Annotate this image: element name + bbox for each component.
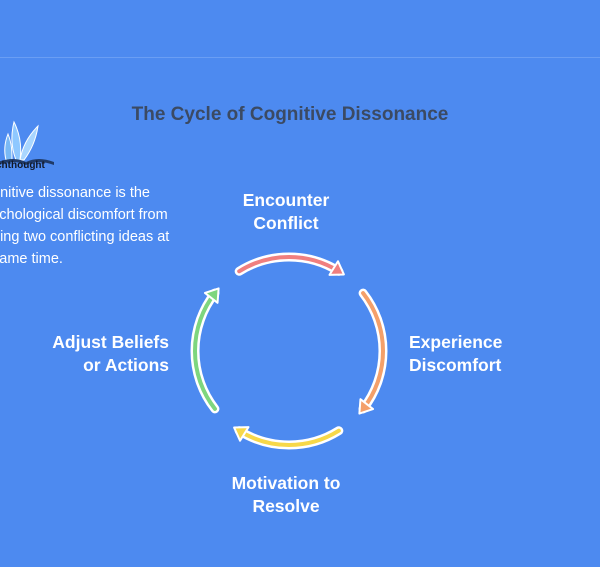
step-label-line: Conflict — [253, 213, 319, 233]
arrow-adjust-to-encounter — [190, 287, 220, 414]
arrow-encounter-to-discomfort — [234, 252, 345, 276]
logo-text: chthought — [0, 160, 45, 171]
book-feather-icon — [0, 120, 54, 165]
step-label-line: Adjust Beliefs — [52, 332, 169, 352]
step-label-line: or Actions — [83, 355, 169, 375]
arrow-discomfort-to-motivation — [358, 288, 388, 415]
step-label-line: Discomfort — [409, 355, 502, 375]
description-line: ding two conflicting ideas at — [0, 229, 170, 245]
step-adjust-beliefs: Adjust Beliefs or Actions — [20, 331, 169, 377]
step-experience-discomfort: Experience Discomfort — [409, 331, 559, 377]
step-motivation-to-resolve: Motivation to Resolve — [186, 472, 386, 518]
step-label-line: Resolve — [252, 496, 320, 516]
page-title: The Cycle of Cognitive Dissonance — [131, 104, 449, 125]
step-label-line: Experience — [409, 332, 503, 352]
description-text: gnitive dissonance is the ychological di… — [0, 182, 207, 270]
step-encounter-conflict: Encounter Conflict — [186, 189, 386, 235]
step-label-line: Motivation to — [231, 473, 341, 493]
description-line: same time. — [0, 251, 63, 267]
step-label-line: Encounter — [242, 190, 330, 210]
description-line: gnitive dissonance is the — [0, 185, 150, 201]
header-divider — [0, 57, 600, 58]
arrow-motivation-to-adjust — [233, 426, 344, 450]
description-line: ychological discomfort from — [0, 207, 168, 223]
